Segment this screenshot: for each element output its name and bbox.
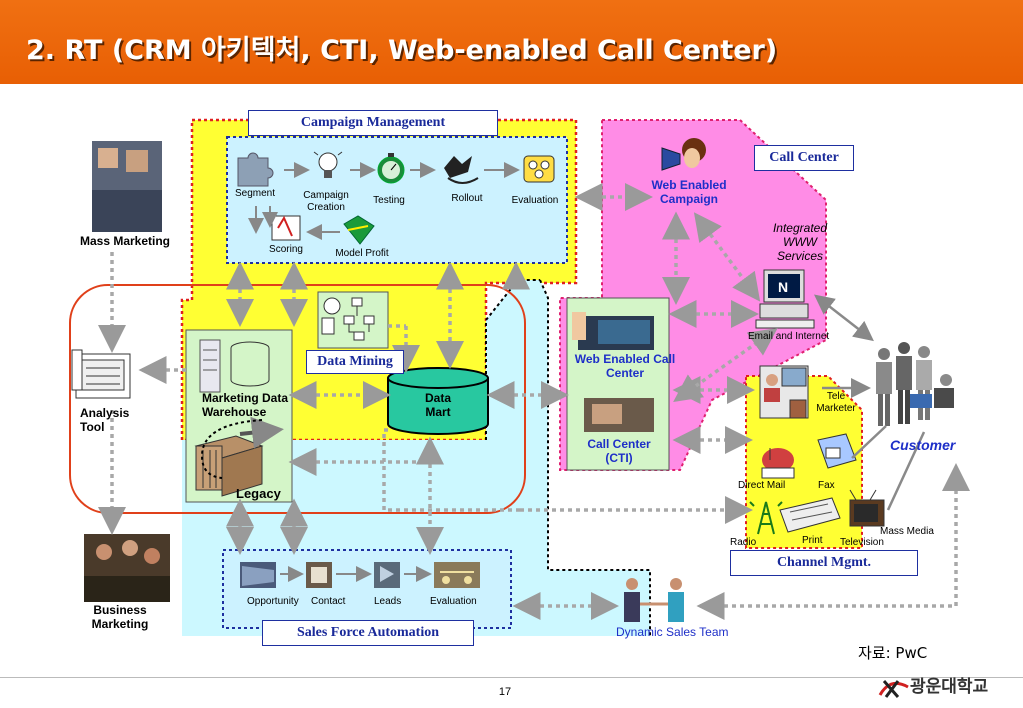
legacy-label: Legacy — [236, 486, 281, 501]
data-mart-cylinder — [387, 367, 489, 435]
leads-label: Leads — [374, 596, 402, 607]
dynamic-sales-team-label: Dynamic Sales Team — [616, 625, 729, 639]
data-mining-icon — [321, 297, 375, 341]
data-mart-label: Data Mart — [424, 391, 451, 419]
web-enabled-call-center-label: Web Enabled Call Center — [574, 352, 676, 380]
email-internet-label: Email and Internet — [748, 331, 830, 342]
rollout-label: Rollout — [451, 193, 483, 204]
svg-text:N: N — [778, 279, 788, 295]
mass-media-label: Mass Media — [880, 526, 934, 537]
web-enabled-campaign-label: Web Enabled Campaign — [651, 178, 727, 206]
telemarketer-label: Tele Marketer — [816, 391, 856, 414]
page-number: 17 — [498, 686, 512, 698]
campaign-creation-label: Campaign Creation — [303, 190, 349, 213]
source-label: 자료: PwC — [858, 644, 928, 662]
call-center-label: Call Center — [754, 145, 854, 171]
data-mining-label: Data Mining — [306, 350, 404, 374]
sfa-evaluation-icon — [434, 562, 480, 588]
integrated-www-label: Integrated WWW Services — [772, 221, 828, 263]
customer-label: Customer — [890, 437, 956, 453]
telemarketer-icon — [759, 365, 809, 419]
sales-team-icon — [624, 578, 684, 622]
legacy-mainframe-icon — [194, 435, 264, 497]
segment-label: Segment — [234, 188, 276, 199]
sfa-box — [222, 549, 512, 629]
direct-mail-label: Direct Mail — [738, 480, 786, 491]
evaluation-label: Evaluation — [511, 195, 559, 206]
sfa-evaluation-label: Evaluation — [430, 596, 477, 607]
testing-label: Testing — [373, 195, 405, 206]
fax-icon — [817, 433, 857, 469]
scoring-icon — [271, 215, 301, 241]
evaluation-icon — [523, 155, 555, 183]
customer-group-icon — [876, 342, 954, 426]
analysis-tool-label: Analysis Tool — [80, 406, 130, 434]
title-bar — [0, 0, 1023, 84]
opportunity-label: Opportunity — [247, 596, 299, 607]
contact-label: Contact — [311, 596, 346, 607]
channel-mgmt-label: Channel Mgmt. — [730, 550, 918, 576]
university-logo-text: 광운대학교 — [910, 677, 989, 697]
marketing-warehouse-label: Marketing Data Warehouse — [202, 391, 289, 419]
database-icon — [230, 341, 270, 387]
megaphone-icon — [661, 138, 706, 171]
scoring-label: Scoring — [269, 244, 303, 255]
puzzle-icon — [237, 152, 274, 187]
contact-icon — [306, 562, 332, 588]
stopwatch-icon — [377, 153, 405, 184]
slide-title: 2. RT (CRM 아키텍처, CTI, Web-enabled Call C… — [26, 35, 778, 66]
cti-label: Call Center (CTI) — [587, 437, 651, 465]
opportunity-icon — [240, 562, 276, 588]
cti-photo — [584, 398, 654, 432]
lightbulb-icon — [313, 151, 343, 178]
business-marketing-label: Business Marketing — [91, 603, 149, 631]
sales-force-automation-label: Sales Force Automation — [262, 620, 474, 646]
university-logo-icon — [878, 680, 909, 698]
server-icon — [199, 339, 221, 393]
business-marketing-photo — [84, 534, 170, 602]
computer-icon: N — [755, 269, 815, 329]
print-label: Print — [802, 535, 823, 546]
leads-icon — [374, 562, 400, 588]
model-profit-label: Model Profit — [335, 248, 389, 259]
fax-label: Fax — [818, 480, 835, 491]
web-call-center-icon — [572, 312, 654, 350]
mass-marketing-label: Mass Marketing — [79, 234, 171, 248]
direct-mail-icon — [761, 448, 795, 479]
analysis-tool-icon — [71, 349, 131, 399]
mass-marketing-photo — [92, 141, 162, 232]
television-label: Television — [840, 537, 884, 548]
rollout-icon — [444, 156, 479, 184]
footer-divider — [0, 677, 1023, 678]
radio-label: Radio — [730, 537, 757, 548]
model-profit-icon — [343, 215, 375, 245]
campaign-management-label: Campaign Management — [248, 110, 498, 136]
